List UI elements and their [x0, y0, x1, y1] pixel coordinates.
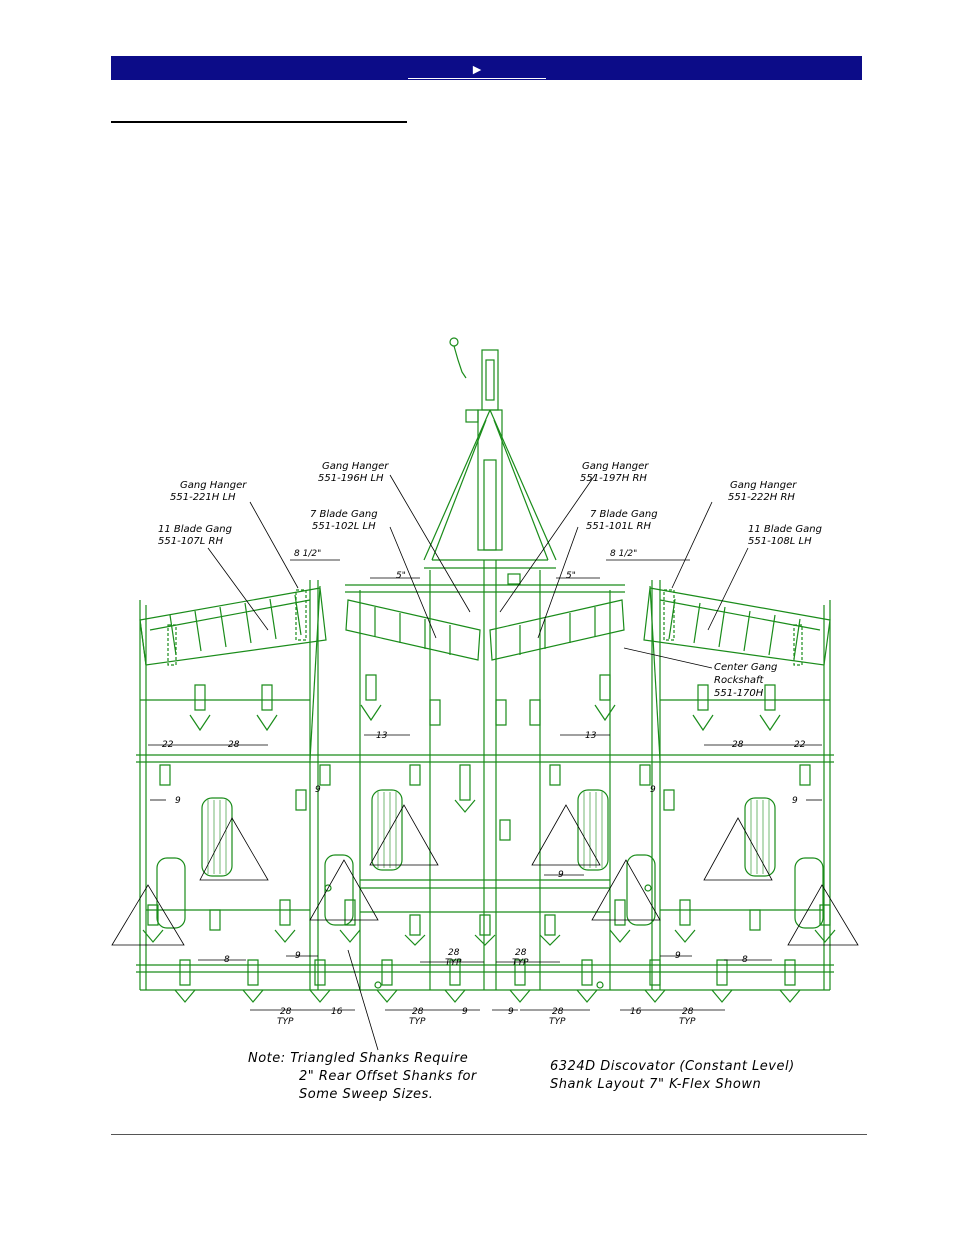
- dim-5-right: 5": [566, 571, 576, 581]
- next-page-link[interactable]: ►: [408, 62, 546, 79]
- dim-typ-center-left: TYP: [445, 958, 462, 968]
- dim-8-half-right: 8 1/2": [610, 549, 637, 559]
- label-gang-hanger-197h-l2: 551-197H RH: [580, 473, 647, 484]
- label-center-rockshaft-l3: 551-170H: [714, 688, 764, 699]
- dim-5-left: 5": [396, 571, 406, 581]
- dim-16-left: 16: [331, 1007, 343, 1017]
- dim-9-half-right: 9: [650, 785, 656, 795]
- label-gang-hanger-221h-l1: Gang Hanger: [180, 480, 247, 491]
- dim-28-bottom-2: 28: [412, 1007, 424, 1017]
- dim-9-left: 9: [175, 796, 181, 806]
- dim-8-half-left: 8 1/2": [294, 549, 321, 559]
- dim-16-right: 16: [630, 1007, 642, 1017]
- dim-22-left: 22: [162, 740, 174, 750]
- note-left-line3: Some Sweep Sizes.: [299, 1087, 434, 1102]
- dim-typ-bottom-1: TYP: [277, 1017, 294, 1027]
- label-blade-gang-107l-l2: 551-107L RH: [158, 536, 223, 547]
- dim-9-lower-left: 9: [295, 951, 301, 961]
- dim-8-half-small-left: 8: [224, 955, 230, 965]
- dim-8-half-small-right: 8: [742, 955, 748, 965]
- dim-typ-bottom-2: TYP: [409, 1017, 426, 1027]
- dim-13-left: 13: [376, 731, 388, 741]
- dim-typ-bottom-4: TYP: [679, 1017, 696, 1027]
- label-blade-gang-101l-l1: 7 Blade Gang: [590, 509, 658, 520]
- dim-28-center-left: 28: [448, 948, 460, 958]
- dim-9-bottom-right: 9: [508, 1007, 514, 1017]
- label-blade-gang-102l-l2: 551-102L LH: [312, 521, 376, 532]
- label-blade-gang-108l-l2: 551-108L LH: [748, 536, 812, 547]
- dim-28-upper-right: 28: [732, 740, 744, 750]
- label-gang-hanger-222h-l1: Gang Hanger: [730, 480, 797, 491]
- dim-28-bottom-4: 28: [682, 1007, 694, 1017]
- label-blade-gang-107l-l1: 11 Blade Gang: [158, 524, 232, 535]
- section-heading-rule: [111, 121, 407, 123]
- dim-9-bottom-left: 9: [462, 1007, 468, 1017]
- label-blade-gang-108l-l1: 11 Blade Gang: [748, 524, 822, 535]
- dim-28-bottom-3: 28: [552, 1007, 564, 1017]
- dim-9-right: 9: [792, 796, 798, 806]
- dim-13-right: 13: [585, 731, 597, 741]
- label-gang-hanger-196h-l2: 551-196H LH: [318, 473, 384, 484]
- label-gang-hanger-222h-l2: 551-222H RH: [728, 492, 795, 503]
- dim-9-lower-right: 9: [675, 951, 681, 961]
- dim-9-center: 9: [558, 870, 564, 880]
- dim-22-right: 22: [794, 740, 806, 750]
- dim-28-upper-left: 28: [228, 740, 240, 750]
- label-blade-gang-102l-l1: 7 Blade Gang: [310, 509, 378, 520]
- note-right-line2: Shank Layout 7" K-Flex Shown: [550, 1077, 762, 1092]
- header-bar: [111, 56, 862, 80]
- dim-28-bottom-1: 28: [280, 1007, 292, 1017]
- footer-rule: [111, 1134, 867, 1135]
- dim-28-center-right: 28: [515, 948, 527, 958]
- label-blade-gang-101l-l2: 551-101L RH: [586, 521, 651, 532]
- label-gang-hanger-221h-l2: 551-221H LH: [170, 492, 236, 503]
- dim-typ-center-right: TYP: [512, 958, 529, 968]
- note-left-line2: 2" Rear Offset Shanks for: [299, 1069, 477, 1084]
- note-right: 6324D Discovator (Constant Level) Shank …: [550, 1058, 795, 1094]
- label-center-rockshaft-l1: Center Gang: [714, 662, 777, 673]
- note-left: Note: Triangled Shanks Require 2" Rear O…: [248, 1050, 477, 1104]
- note-left-line1: Note: Triangled Shanks Require: [248, 1051, 469, 1066]
- label-gang-hanger-196h-l1: Gang Hanger: [322, 461, 389, 472]
- dim-9-half-left: 9: [315, 785, 321, 795]
- dim-typ-bottom-3: TYP: [549, 1017, 566, 1027]
- shank-layout-drawing: Gang Hanger 551-221H LH 11 Blade Gang 55…: [111, 337, 859, 1051]
- label-gang-hanger-197h-l1: Gang Hanger: [582, 461, 649, 472]
- note-right-line1: 6324D Discovator (Constant Level): [550, 1059, 795, 1074]
- label-center-rockshaft-l2: Rockshaft: [714, 675, 765, 686]
